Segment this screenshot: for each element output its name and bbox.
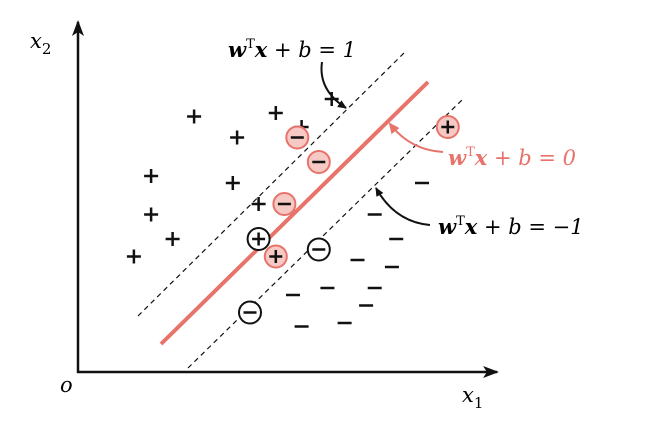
y-axis-label: x2 — [30, 29, 51, 58]
lower-label-arrow — [375, 187, 431, 226]
violator-negative-point — [306, 150, 331, 174]
support-positive-point — [246, 227, 271, 251]
hyperplane-label: wTx + b = 0 — [448, 145, 576, 170]
hyperplane-line — [159, 80, 430, 346]
positive-point — [230, 130, 245, 145]
violator-negative-point — [285, 125, 310, 150]
positive-point — [126, 249, 141, 264]
origin-label: o — [60, 373, 73, 397]
positive-point — [165, 232, 180, 246]
positive-point — [187, 109, 202, 124]
positive-point — [268, 106, 283, 120]
positive-point — [251, 197, 266, 211]
positive-point — [324, 92, 339, 106]
margin-line-upper — [137, 51, 406, 317]
x-axis-label: x1 — [462, 383, 483, 412]
positive-point — [225, 176, 240, 190]
violator-positive-point — [263, 244, 288, 269]
violator-negative-point — [272, 192, 297, 216]
data-points — [126, 92, 460, 328]
positive-point — [144, 207, 159, 222]
upper-margin-label: wTx + b = 1 — [228, 37, 356, 62]
middle-label-arrow — [388, 122, 444, 153]
upper-label-arrow — [320, 61, 347, 109]
violator-positive-point — [435, 115, 460, 139]
support-negative-point — [306, 237, 331, 262]
positive-point — [144, 169, 159, 183]
lower-margin-label: wTx + b = −1 — [438, 214, 584, 239]
margin-line-lower — [187, 99, 463, 369]
support-negative-point — [238, 300, 262, 325]
